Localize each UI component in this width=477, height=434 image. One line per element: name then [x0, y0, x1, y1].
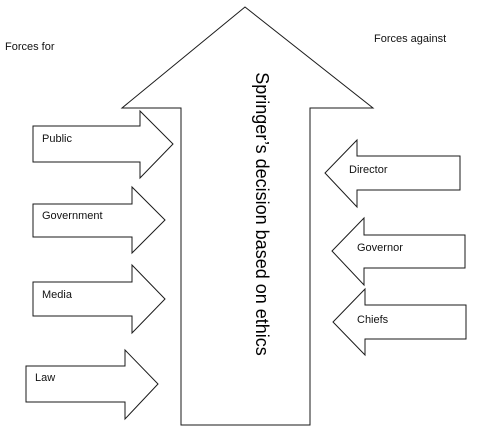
forces-for-heading: Forces for [5, 41, 55, 53]
left-arrow-shape [331, 216, 466, 287]
right-arrow-shape [25, 348, 159, 421]
central-decision-label: Springer’s decision based on ethics [252, 72, 272, 356]
left-arrow-shape [332, 287, 467, 357]
force-for-label: Media [42, 289, 73, 301]
central-up-arrow [120, 6, 375, 426]
right-arrow-shape [32, 185, 166, 255]
force-against-director: Director [324, 138, 461, 209]
force-for-label: Law [35, 372, 55, 384]
left-arrow-shape [324, 138, 461, 209]
force-for-public: Public [32, 109, 174, 180]
force-against-chiefs: Chiefs [332, 287, 467, 357]
force-against-label: Director [349, 164, 388, 176]
force-against-label: Chiefs [357, 314, 389, 326]
force-for-label: Government [42, 210, 103, 222]
force-for-media: Media [32, 263, 166, 335]
force-for-government: Government [32, 185, 166, 255]
force-for-label: Public [42, 133, 72, 145]
force-against-governor: Governor [331, 216, 466, 287]
forces-against-heading: Forces against [374, 33, 446, 45]
right-arrow-shape [32, 109, 174, 180]
right-arrow-shape [32, 263, 166, 335]
force-against-label: Governor [357, 242, 403, 254]
force-for-law: Law [25, 348, 159, 421]
